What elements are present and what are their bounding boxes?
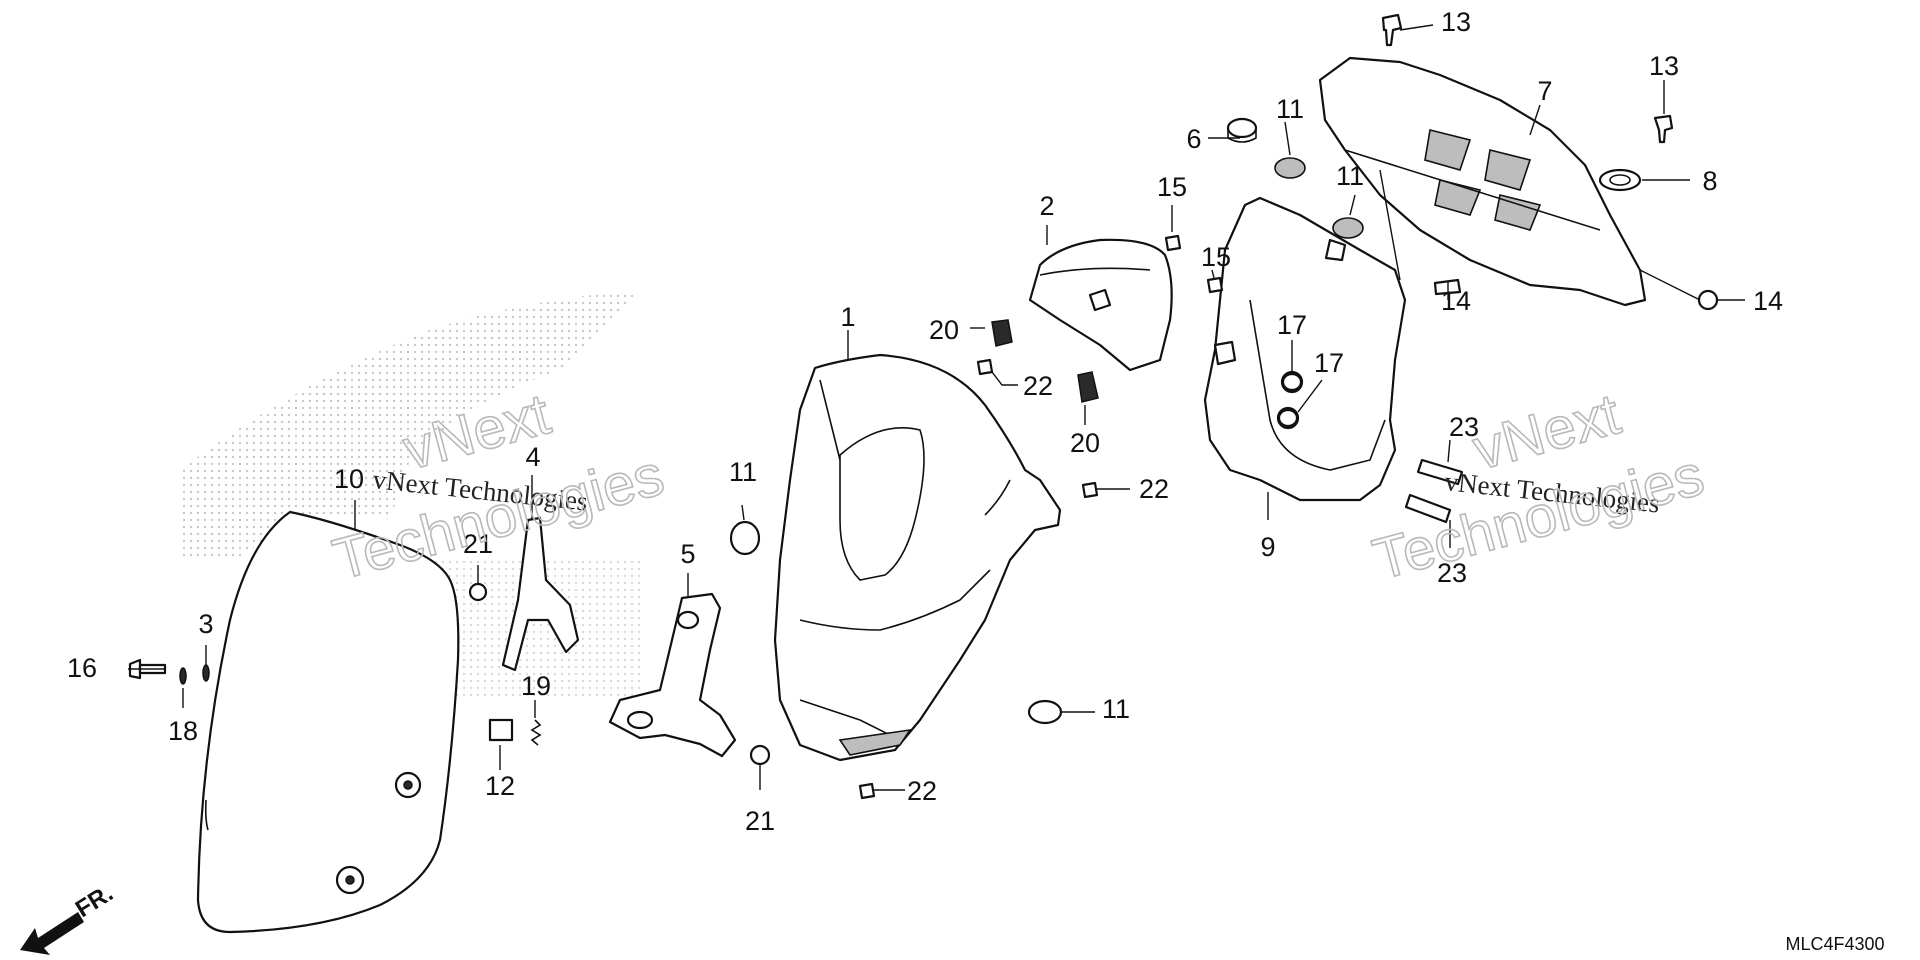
label-part-13-b: 13: [1649, 51, 1679, 81]
grommet-part-8: [1598, 168, 1642, 192]
grommet-part-11-c: [729, 520, 761, 556]
collar-part-12: [488, 718, 514, 742]
spring-part-19: [530, 719, 542, 746]
label-part-9: 9: [1260, 532, 1275, 562]
screw-part-22-a: [976, 358, 994, 376]
label-part-15-a: 15: [1157, 172, 1187, 202]
bracket-part-5: [608, 592, 737, 758]
label-part-18: 18: [168, 716, 198, 746]
label-part-12: 12: [485, 771, 515, 801]
label-part-20-b: 20: [1070, 428, 1100, 458]
front-arrow-icon: [20, 912, 84, 955]
washer-part-3: [202, 664, 210, 682]
leader-lines: [128, 24, 1745, 791]
label-part-5: 5: [680, 539, 695, 569]
label-part-1: 1: [840, 302, 855, 332]
nut-part-17-a: [1281, 372, 1303, 392]
bolt-part-23-a: [1416, 458, 1464, 486]
label-part-16: 16: [67, 653, 97, 683]
meter-visor-part-2: [1028, 238, 1173, 372]
label-part-21-a: 21: [463, 529, 493, 559]
label-part-14-b: 14: [1753, 286, 1783, 316]
stay-frame-part-9: [1203, 196, 1407, 502]
label-part-11-d: 11: [1102, 694, 1130, 724]
label-part-22-c: 22: [907, 776, 937, 806]
diagram-code: MLC4F4300: [1785, 934, 1884, 954]
label-part-8: 8: [1702, 166, 1717, 196]
label-part-20-a: 20: [929, 315, 959, 345]
label-part-13-a: 13: [1441, 7, 1471, 37]
washer-part-18: [179, 667, 187, 685]
clip-part-20-b: [1077, 371, 1099, 403]
screw-part-13-b: [1653, 114, 1674, 144]
label-part-10: 10: [334, 464, 364, 494]
label-part-22-a: 22: [1023, 371, 1053, 401]
grommet-part-11-d: [1027, 699, 1063, 725]
watermark-right: vNext Technologies vNext Technologies: [1366, 381, 1711, 594]
label-part-11-a: 11: [1276, 94, 1304, 124]
screw-part-22-b: [1081, 481, 1099, 499]
windscreen-part-10: [196, 510, 460, 934]
label-part-4: 4: [525, 442, 540, 472]
grommet-part-11-b: [1332, 217, 1364, 239]
label-part-17-b: 17: [1314, 348, 1344, 378]
screw-part-15-b: [1206, 276, 1224, 294]
label-part-6: 6: [1186, 124, 1201, 154]
part-labels: 1 2 3 4 5 6 7 8 9 10 11 11 11 11 12 13 1…: [67, 7, 1783, 836]
nut-part-17-b: [1277, 408, 1299, 428]
label-part-3: 3: [198, 609, 213, 639]
screw-part-15-a: [1164, 234, 1182, 252]
cap-part-6: [1226, 117, 1258, 139]
label-part-22-b: 22: [1139, 474, 1169, 504]
nut-part-14-b: [1697, 289, 1719, 311]
label-part-7: 7: [1537, 76, 1552, 106]
bolt-part-23-b: [1404, 493, 1452, 524]
clip-part-20-a: [991, 319, 1013, 347]
label-part-23-b: 23: [1437, 558, 1467, 588]
label-part-2: 2: [1039, 191, 1054, 221]
label-part-14-a: 14: [1441, 286, 1471, 316]
screw-part-22-c: [858, 782, 876, 800]
screw-part-13-a: [1381, 13, 1403, 47]
meter-panel-part-7: [1318, 56, 1647, 307]
label-part-11-c: 11: [729, 457, 757, 487]
front-cowl-part-1: [773, 353, 1062, 762]
screw-part-21-a: [468, 582, 488, 602]
screw-part-21-b: [749, 744, 771, 766]
grommet-part-11-a: [1274, 157, 1306, 179]
bracket-part-4: [501, 516, 580, 672]
label-part-15-b: 15: [1201, 242, 1231, 272]
label-part-23-a: 23: [1449, 412, 1479, 442]
front-direction-indicator: FR.: [20, 880, 118, 955]
label-part-19: 19: [521, 671, 551, 701]
label-part-11-b: 11: [1336, 161, 1364, 191]
label-part-17-a: 17: [1277, 310, 1307, 340]
label-part-21-b: 21: [745, 806, 775, 836]
